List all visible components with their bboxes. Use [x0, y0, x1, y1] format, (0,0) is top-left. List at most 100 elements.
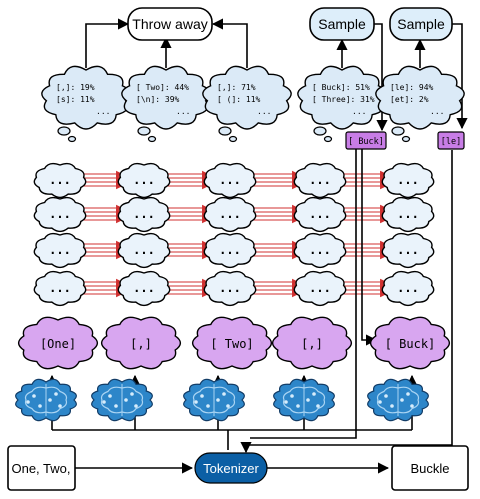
- input-token-label: [,]: [130, 337, 152, 351]
- tokenizer-box: Tokenizer: [194, 452, 268, 484]
- probability-line: [,]: 19%: [56, 83, 95, 92]
- input-token-label: [ Buck]: [385, 337, 436, 351]
- input-token-clouds: [One] [,] [ Two] [,] [ Buck]: [17, 316, 451, 370]
- hidden-state-cloud: ...: [33, 196, 87, 233]
- input-text-box: One, Two,: [7, 445, 76, 491]
- probability-clouds: [,]: 19%[s]: 11%...[ Two]: 44%[\n]: 39%.…: [41, 65, 465, 143]
- thought-bubble: [57, 126, 71, 136]
- thought-bubble: [323, 135, 333, 143]
- hidden-state-label: ...: [49, 281, 71, 295]
- hidden-state-label: ...: [49, 243, 71, 257]
- thought-bubble: [137, 126, 151, 136]
- hidden-state-label: ...: [309, 281, 331, 295]
- sampled-token-box-1: [ Buck]: [345, 131, 387, 150]
- probability-line: ...: [352, 107, 366, 116]
- thought-bubble: [401, 135, 411, 143]
- probability-line: [,]: 71%: [217, 83, 256, 92]
- hidden-state-cloud: ...: [117, 196, 171, 233]
- probability-cloud: [ Buck]: 51% [ Three]: 31%...: [297, 65, 387, 143]
- hidden-state-label: ...: [219, 207, 241, 221]
- probability-line: ...: [96, 107, 110, 116]
- hidden-state-label: ...: [49, 207, 71, 221]
- input-token-cloud: [,]: [271, 316, 353, 370]
- thought-bubble: [228, 135, 238, 143]
- hidden-state-label: ...: [219, 243, 241, 257]
- probability-line: ...: [176, 107, 190, 116]
- hidden-state-cloud: ...: [293, 196, 347, 233]
- probability-cloud: [,]: 71% [ (]: 11%...: [202, 65, 292, 143]
- hidden-state-label: ...: [133, 281, 155, 295]
- sample-box-2: Sample: [389, 7, 453, 41]
- hidden-state-label: ...: [133, 173, 155, 187]
- brain-icon: [183, 378, 245, 422]
- probability-line: [ Three]: 31%: [312, 95, 375, 104]
- attention-arrows: [82, 170, 387, 298]
- hidden-state-label: ...: [133, 207, 155, 221]
- hidden-state-cloud: ...: [117, 232, 171, 269]
- hidden-state-label: ...: [219, 281, 241, 295]
- hidden-state-label: ...: [397, 243, 419, 257]
- thought-bubble: [67, 135, 77, 143]
- hidden-state-cloud: ...: [381, 270, 435, 307]
- hidden-state-label: ...: [219, 173, 241, 187]
- input-token-cloud: [ Buck]: [369, 316, 451, 370]
- probability-line: ...: [430, 107, 444, 116]
- probability-line: [\n]: 39%: [136, 95, 180, 104]
- thought-bubble: [391, 126, 405, 136]
- brain-icon: [15, 378, 77, 422]
- brain-icon: [91, 378, 153, 422]
- probability-line: [et]: 2%: [390, 95, 429, 104]
- input-token-label: [ Two]: [210, 337, 253, 351]
- hidden-state-label: ...: [49, 173, 71, 187]
- svg-text:[le]: [le]: [441, 137, 461, 147]
- brain-icon: [367, 378, 429, 422]
- hidden-state-label: ...: [309, 207, 331, 221]
- probability-cloud: [le]: 94% [et]: 2%...: [375, 65, 465, 143]
- brain-icon: [273, 378, 335, 422]
- thought-bubble: [218, 126, 232, 136]
- sample-box-1: Sample: [309, 7, 375, 41]
- probability-line: [ Buck]: 51%: [312, 83, 370, 92]
- svg-text:Sample: Sample: [397, 16, 445, 32]
- hidden-state-cloud: ...: [203, 232, 257, 269]
- brain-icons: [15, 378, 429, 422]
- input-token-cloud: [One]: [17, 316, 99, 370]
- hidden-state-cloud: ...: [381, 232, 435, 269]
- probability-line: [le]: 94%: [390, 83, 434, 92]
- svg-text:Sample: Sample: [318, 16, 366, 32]
- sampled-token-box-2: [le]: [437, 131, 465, 150]
- hidden-state-label: ...: [397, 207, 419, 221]
- hidden-state-cloud: ...: [203, 162, 257, 199]
- hidden-state-cloud: ...: [203, 196, 257, 233]
- svg-text:Tokenizer: Tokenizer: [203, 461, 259, 476]
- throw-away-box: Throw away: [127, 7, 213, 41]
- hidden-state-cloud: ...: [293, 232, 347, 269]
- thought-bubble: [313, 126, 327, 136]
- hidden-state-label: ...: [397, 281, 419, 295]
- hidden-state-label: ...: [133, 243, 155, 257]
- output-text-box: Buckle: [391, 445, 469, 491]
- probability-line: [s]: 11%: [56, 95, 95, 104]
- probability-line: ...: [257, 107, 271, 116]
- input-token-label: [,]: [301, 337, 323, 351]
- hidden-state-cloud: ...: [293, 162, 347, 199]
- input-token-label: [One]: [40, 337, 76, 351]
- hidden-state-cloud: ...: [117, 270, 171, 307]
- probability-cloud: [,]: 19% [s]: 11%...: [41, 65, 131, 143]
- svg-text:Throw away: Throw away: [132, 16, 207, 32]
- hidden-state-cloud: ...: [203, 270, 257, 307]
- probability-line: [ (]: 11%: [217, 95, 261, 104]
- svg-text:[ Buck]: [ Buck]: [348, 137, 384, 147]
- input-token-cloud: [ Two]: [191, 316, 273, 370]
- hidden-state-cloud: ...: [33, 270, 87, 307]
- probability-cloud: [ Two]: 44%[\n]: 39%...: [121, 65, 211, 143]
- hidden-state-label: ...: [397, 173, 419, 187]
- hidden-state-cloud: ...: [33, 232, 87, 269]
- svg-text:Buckle: Buckle: [410, 461, 449, 476]
- hidden-state-cloud: ...: [117, 162, 171, 199]
- hidden-state-label: ...: [309, 173, 331, 187]
- svg-text:One, Two,: One, Two,: [11, 461, 70, 476]
- hidden-state-label: ...: [309, 243, 331, 257]
- thought-bubble: [147, 135, 157, 143]
